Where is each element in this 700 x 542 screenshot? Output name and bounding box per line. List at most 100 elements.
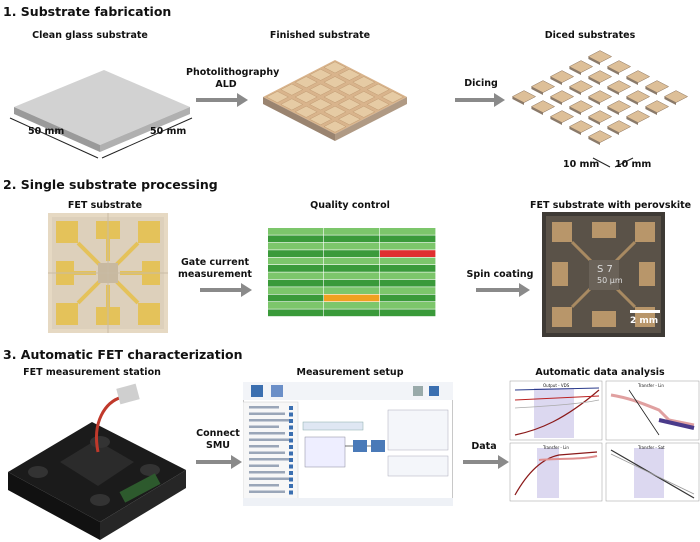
setup-tree-item [249,419,291,422]
scale-bar [630,310,660,313]
measurement-setup-window [243,382,453,506]
ald-label: ALD [215,79,237,90]
smu-label: SMU [205,440,230,451]
clean-glass-header: Clean glass substrate [32,30,148,41]
diced-tile-edge [626,96,638,105]
qc-cell [380,287,436,294]
setup-tree-checkbox [289,490,293,495]
qc-cell [380,235,436,243]
analysis-header: Automatic data analysis [535,367,665,378]
setup-tree-checkbox [289,484,293,488]
spin-coating-arrow [476,283,530,297]
diced-tile-edge [607,66,619,75]
photolithography-arrow [196,93,248,107]
setup-tree-checkbox [289,464,293,469]
setup-tree-checkbox [289,432,293,436]
finished-tile [309,83,332,96]
finished-substrate-image [263,60,407,141]
qc-cell [380,257,436,265]
finished-substrate-header: Finished substrate [269,30,371,41]
setup-tree-checkbox [289,406,293,410]
finished-tile [294,91,318,103]
fet-measurement-station-image [8,383,186,540]
qc-cell [380,228,436,235]
diced-tile-edge [531,106,543,115]
diced-depth-label: 10 mm [615,159,652,170]
section-title-processing: 2. Single substrate processing [3,177,218,192]
data-arrow [463,455,509,469]
setup-tree-checkbox [289,471,293,475]
quality-control-header: Quality control [310,200,390,211]
diced-tile-edge [607,86,619,95]
qc-cell [268,309,324,317]
setup-tree-item [249,432,285,435]
qc-cell [324,235,380,243]
plot3-title: Transfer - Lin [543,445,569,450]
diced-tile-edge [569,126,581,135]
diced-tile-edge [626,76,638,85]
setup-tree-item [249,425,279,428]
spin-coating-label: Spin coating [466,269,534,280]
setup-tree-item [249,471,285,474]
finished-tile [294,76,318,89]
setup-tree-checkbox [289,451,293,456]
glass-width-label: 50 mm [28,126,65,137]
fet-substrate-image [48,213,168,333]
setup-tree-item [249,445,279,448]
glass-depth-label: 50 mm [150,126,187,137]
qc-cell [380,265,436,272]
finished-tile [366,83,390,96]
scale-bar-label: 2 mm [630,316,659,326]
qc-cell [268,235,324,243]
diced-tile-edge [569,66,581,75]
dicing-arrow [455,93,505,107]
diced-tile-edge [626,116,638,125]
qc-cell [324,242,380,250]
qc-cell [324,272,380,280]
dicing-label: Dicing [464,78,498,89]
setup-tree-item [249,412,285,415]
finished-tile [366,98,390,111]
finished-tile [323,61,347,74]
diced-tile [606,120,632,133]
fet-perovskite-header: FET substrate with perovskite [530,200,692,211]
qc-cell [380,272,436,280]
finished-tile [309,113,332,126]
measurement-label: measurement [178,269,252,280]
finished-tile [352,76,376,89]
diced-tile-edge [645,86,657,95]
diced-tile-edge [512,96,524,105]
finished-tile [280,98,304,111]
diced-tile-edge [550,96,562,105]
diced-tile-edge [588,136,600,145]
clean-glass-substrate-image [9,70,193,159]
setup-tree-item [249,477,291,480]
finished-tile [323,76,347,89]
setup-tree-item [249,438,291,441]
finished-tile [338,98,361,111]
finished-tile [323,120,347,133]
diced-tile-edge [569,86,581,95]
qc-cell [324,287,380,294]
qc-cell [380,279,436,287]
qc-cell [268,302,324,309]
setup-tree-item [249,464,279,467]
finished-tile [352,105,376,118]
diced-tile-edge [550,116,562,125]
diced-width-label: 10 mm [563,159,600,170]
diced-substrates-header: Diced substrates [544,30,636,41]
qc-cell [268,242,324,250]
qc-cell [324,250,380,257]
qc-cell [268,287,324,294]
finished-tile [338,68,361,81]
finished-tile [338,113,361,126]
qc-cell [324,265,380,272]
finished-tile [381,91,404,103]
qc-cell [380,309,436,317]
diced-tile-edge [588,116,600,125]
section-title-characterization: 3. Automatic FET characterization [3,347,243,362]
qc-cell [268,279,324,287]
plot2-title: Transfer - Lin [638,383,664,388]
qc-cell [380,242,436,250]
finished-tile [352,91,376,103]
